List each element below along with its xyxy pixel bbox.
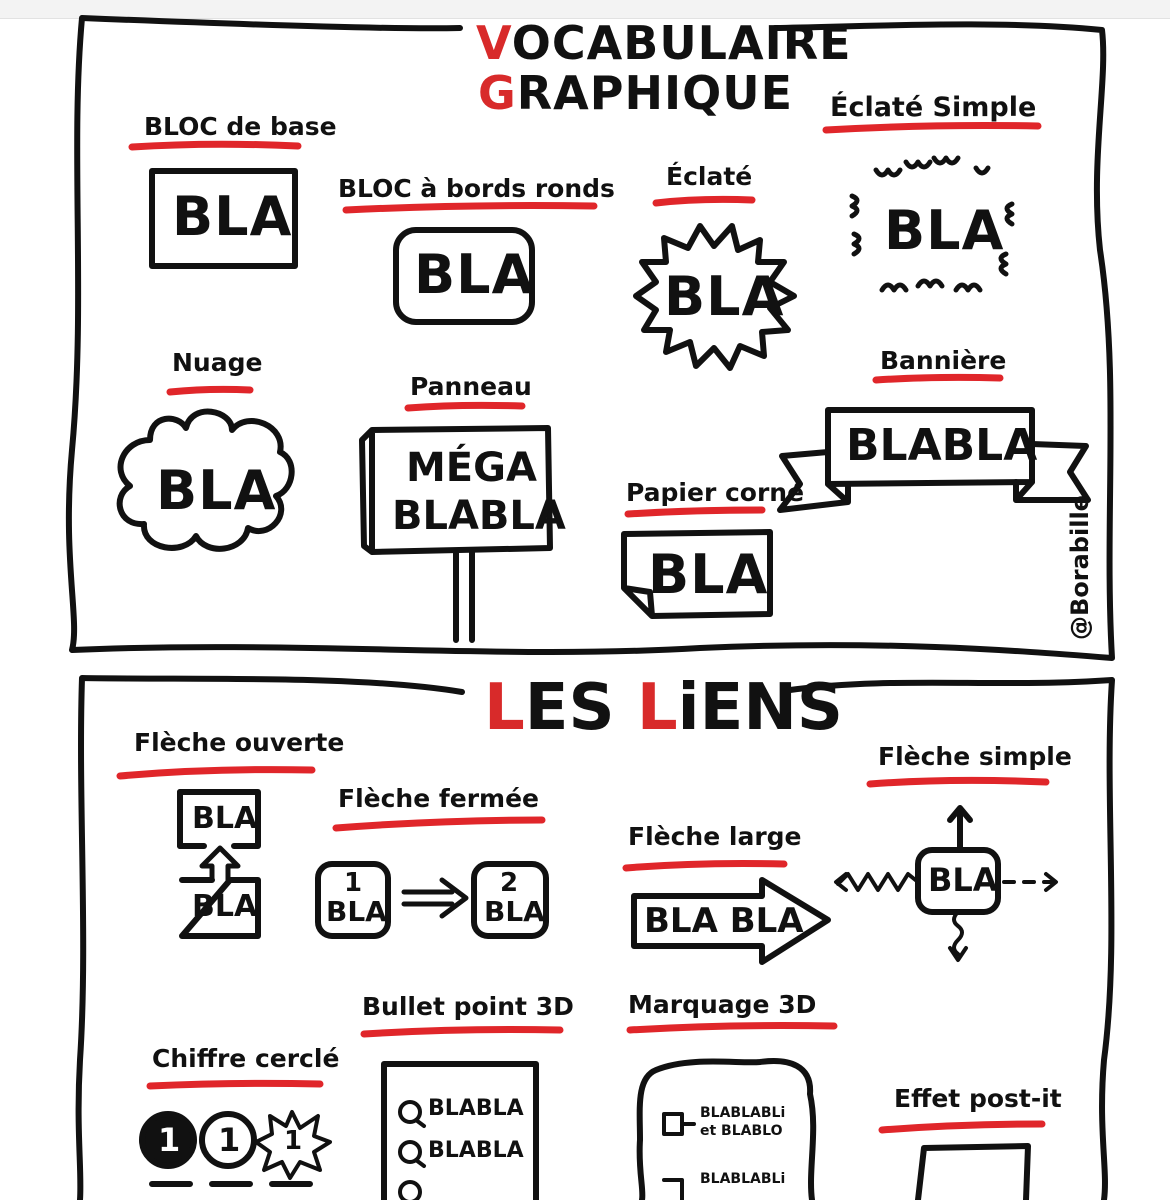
bloc-base-text: BLA (172, 185, 293, 248)
bloc-base-shape (149, 168, 298, 269)
title-vocabulaire: VOCABULAIRE (476, 16, 852, 70)
title-les-liens: LES LiENS (484, 671, 843, 745)
fleche-ouverte-bottom-text: BLA (192, 889, 258, 924)
fleche-fermee-box1 (315, 861, 391, 939)
title-graphique: GRAPHIQUE (478, 66, 793, 120)
fleche-ouverte-top-text: BLA (192, 801, 258, 836)
fleche-large-shape (631, 877, 831, 965)
label-bullet-3d: Bullet point 3D (362, 992, 574, 1021)
papier-corne-shape (621, 529, 773, 619)
fleche-large-text: BLA BLA (644, 901, 804, 941)
marquage-3d-shape (636, 1058, 817, 1200)
panneau-line2: BLABLA (392, 493, 566, 539)
chiffre-burst (254, 1110, 332, 1180)
bloc-ronds-shape (393, 227, 535, 325)
label-fleche-large: Flèche large (628, 822, 802, 851)
label-fleche-simple: Flèche simple (878, 742, 1072, 771)
label-eclate-simple: Éclaté Simple (830, 92, 1037, 123)
fleche-fermee-text1: BLA (326, 895, 387, 928)
chiffre-num1: 1 (158, 1121, 181, 1159)
label-marquage-3d: Marquage 3D (628, 990, 817, 1019)
credit-signature: @Borabille (1066, 495, 1094, 640)
label-eclate: Éclaté (666, 162, 753, 191)
marquage-3d-item1a: BLABLABLi (700, 1105, 786, 1121)
chiffre-circle-outline (199, 1111, 257, 1169)
marquage-3d-item2: BLABLABLi (700, 1171, 786, 1187)
fleche-fermee-num2: 2 (500, 868, 519, 898)
label-panneau: Panneau (410, 372, 532, 401)
label-fleche-fermee: Flèche fermée (338, 784, 540, 813)
banniere-text: BLABLA (846, 420, 1038, 471)
eclate-simple-text: BLA (884, 199, 1005, 262)
label-post-it: Effet post-it (894, 1084, 1062, 1113)
chiffre-num3: 1 (284, 1126, 303, 1156)
top-frame (65, 15, 1115, 661)
fleche-fermee-text2: BLA (484, 895, 545, 928)
label-papier-corne: Papier corné (626, 478, 805, 507)
papier-corne-text: BLA (648, 543, 769, 606)
panneau-line1: MÉGA (406, 445, 537, 491)
bloc-ronds-text: BLA (414, 243, 535, 306)
label-bloc-ronds: BLOC à bords ronds (338, 174, 615, 203)
chiffre-num2: 1 (218, 1121, 241, 1159)
fleche-simple-text: BLA (928, 861, 998, 899)
label-nuage: Nuage (172, 348, 263, 377)
fleche-ouverte-bottom-box (179, 877, 261, 939)
chiffre-circle-filled (139, 1111, 197, 1169)
bullet-3d-shape (381, 1061, 539, 1200)
eclate-shape (633, 223, 797, 371)
nuage-text: BLA (156, 459, 277, 522)
label-chiffre-cercle: Chiffre cerclé (152, 1044, 340, 1073)
fleche-fermee-num1: 1 (344, 868, 363, 898)
label-bloc-base: BLOC de base (144, 112, 337, 141)
app-top-bar (0, 0, 1170, 19)
fleche-fermee-box2 (471, 861, 549, 939)
label-banniere: Bannière (880, 346, 1007, 375)
marquage-3d-item1b: et BLABLO (700, 1123, 783, 1139)
eclate-text: BLA (664, 265, 785, 328)
panneau-shape (359, 425, 553, 555)
bullet-3d-item1: BLABLA (428, 1096, 524, 1121)
post-it-shape (915, 1143, 1031, 1200)
label-fleche-ouverte: Flèche ouverte (134, 728, 345, 757)
bullet-3d-item2: BLABLA (428, 1138, 524, 1163)
nuage-shape (116, 408, 295, 552)
bottom-frame (75, 675, 465, 1200)
eclate-simple-squiggles (849, 155, 1015, 293)
